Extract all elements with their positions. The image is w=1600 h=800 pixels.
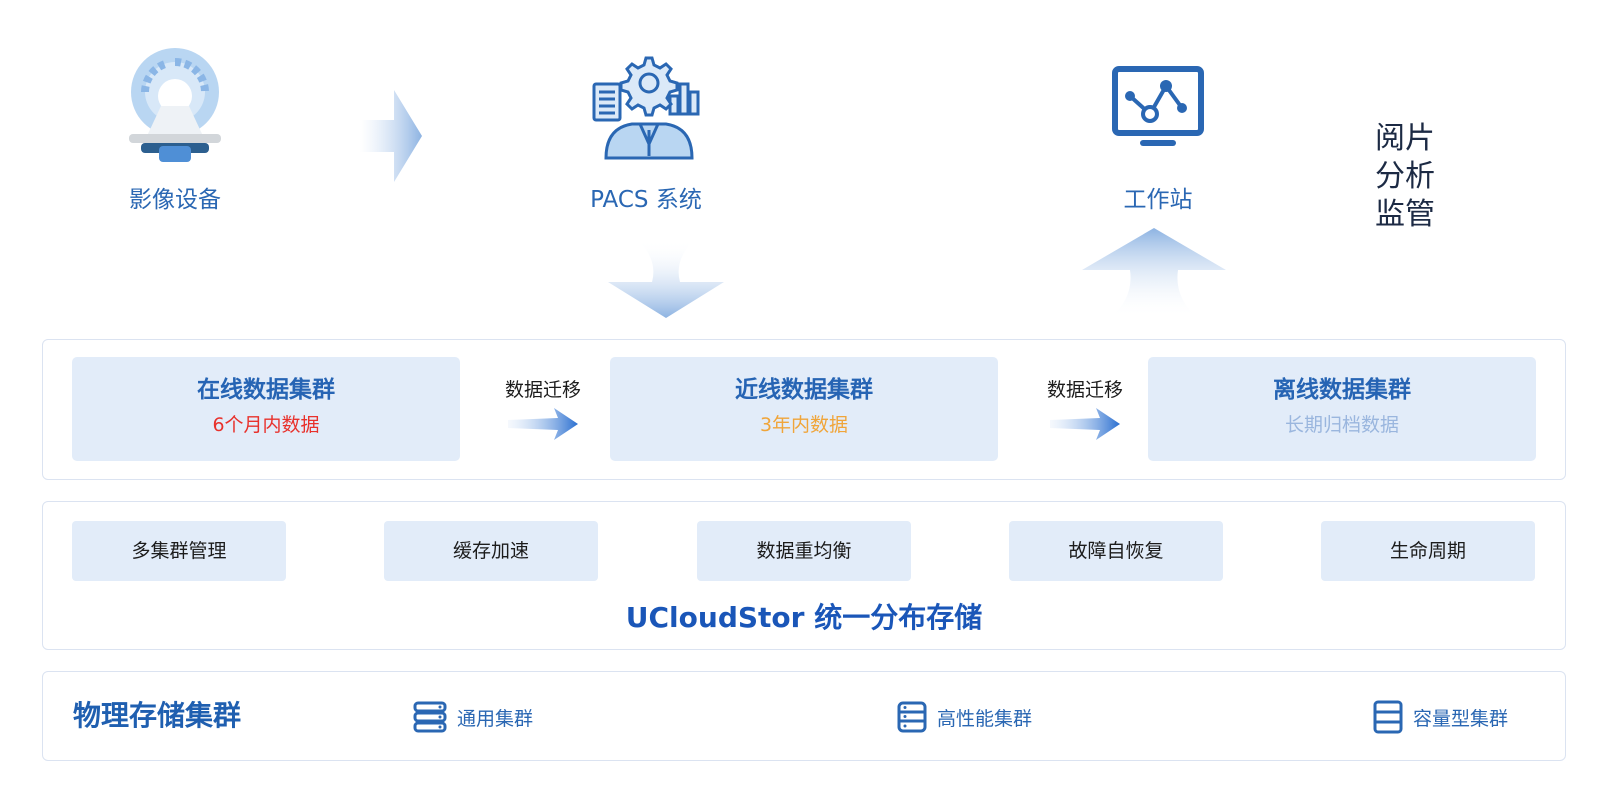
nearline-cluster-subtitle: 3年内数据 <box>759 414 849 436</box>
feature-fault-self-recovery: 故障自恢复 <box>1009 521 1223 581</box>
feature-data-rebalancing: 数据重均衡 <box>697 521 911 581</box>
capacity-cluster-item: 容量型集群 <box>1373 700 1508 734</box>
online-cluster-subtitle: 6个月内数据 <box>212 414 320 436</box>
flow-arrow-up <box>1082 228 1226 322</box>
imaging-device-label: 影像设备 <box>129 187 221 213</box>
feature-lifecycle: 生命周期 <box>1321 521 1535 581</box>
pacs-system-label: PACS 系统 <box>590 187 702 213</box>
side-label-line-1: 阅片 <box>1375 121 1435 156</box>
physical-storage-panel: 物理存储集群 通用集群 高性能集群 容量型 <box>42 671 1566 761</box>
general-cluster-item: 通用集群 <box>413 700 533 734</box>
online-cluster-card: 在线数据集群 6个月内数据 <box>72 357 460 461</box>
side-label-line-3: 监管 <box>1375 197 1435 232</box>
online-cluster-title: 在线数据集群 <box>197 377 335 403</box>
storage-cabinet-icon <box>1373 700 1403 734</box>
general-cluster-label: 通用集群 <box>457 707 534 730</box>
high-performance-cluster-item: 高性能集群 <box>897 700 1032 734</box>
feature-multi-cluster-management: 多集群管理 <box>72 521 286 581</box>
migration-label-2: 数据迁移 <box>1046 379 1123 401</box>
feature-cache-acceleration: 缓存加速 <box>384 521 598 581</box>
distributed-storage-panel: 多集群管理 缓存加速 数据重均衡 故障自恢复 生命周期 UCloudStor 统… <box>42 501 1566 650</box>
imaging-device-icon <box>125 48 225 164</box>
workstation-icon <box>1112 66 1204 152</box>
migration-arrow-icon <box>508 408 578 440</box>
platform-name: UCloudStor 统一分布存储 <box>625 601 983 634</box>
server-stack-icon <box>413 701 447 733</box>
offline-cluster-title: 离线数据集群 <box>1273 377 1411 403</box>
capacity-cluster-label: 容量型集群 <box>1413 707 1509 730</box>
migration-arrow-icon <box>1050 408 1120 440</box>
flow-arrow-down <box>608 240 724 322</box>
physical-storage-title: 物理存储集群 <box>73 699 242 732</box>
offline-cluster-subtitle: 长期归档数据 <box>1284 414 1399 436</box>
nearline-cluster-card: 近线数据集群 3年内数据 <box>610 357 998 461</box>
server-icon <box>897 701 927 733</box>
nearline-cluster-title: 近线数据集群 <box>735 377 873 403</box>
reading-analysis-supervision-label: 阅片 分析 监管 <box>1375 120 1435 234</box>
pacs-system-icon <box>592 56 704 160</box>
offline-cluster-card: 离线数据集群 长期归档数据 <box>1148 357 1536 461</box>
side-label-line-2: 分析 <box>1375 159 1435 194</box>
workstation-label: 工作站 <box>1123 187 1193 213</box>
migration-label-1: 数据迁移 <box>504 379 581 401</box>
migration-arrow-1: 数据迁移 <box>493 378 593 440</box>
data-tier-panel: 在线数据集群 6个月内数据 数据迁移 近线数据集群 3年内数据 数据迁移 离线数… <box>42 339 1566 480</box>
flow-arrow-right <box>360 90 422 186</box>
high-performance-cluster-label: 高性能集群 <box>937 707 1033 730</box>
migration-arrow-2: 数据迁移 <box>1035 378 1135 440</box>
